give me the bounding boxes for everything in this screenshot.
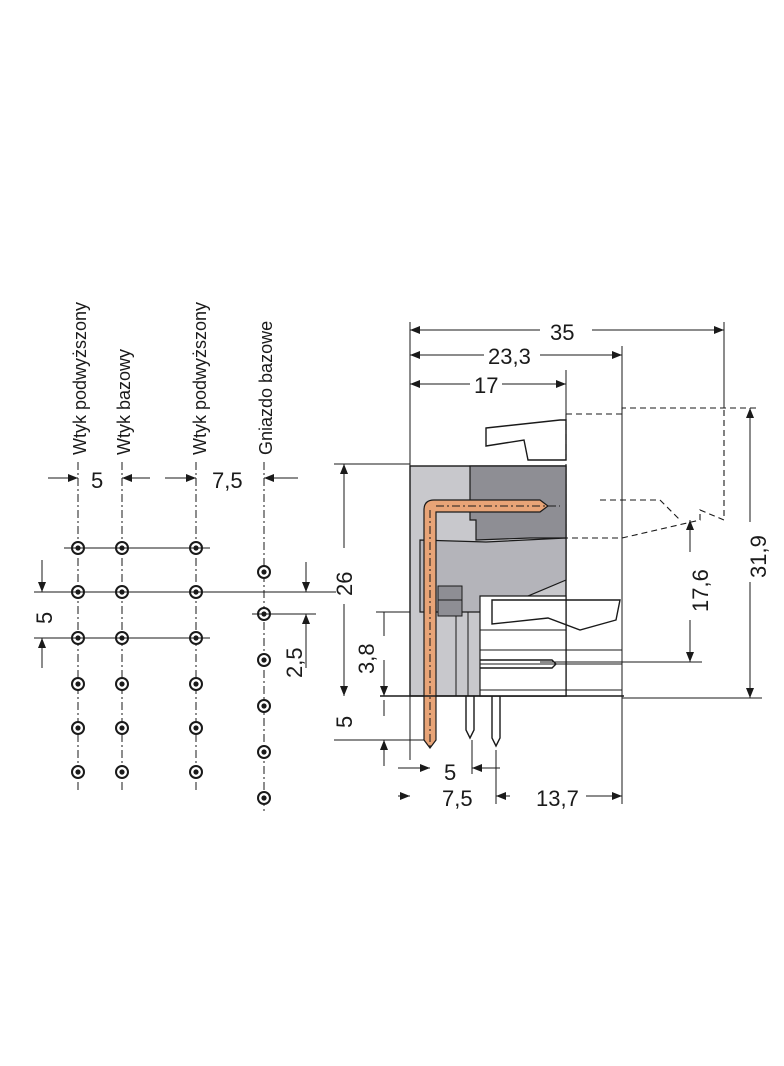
hole-center [261,795,267,801]
pitch-dimension-5: 5 [48,468,150,493]
offset-dimension: 2,5 [252,562,316,678]
dim-5-pin: 5 [332,716,357,728]
connector-side-view: 35 23,3 17 [332,320,771,811]
dim-23-3: 23,3 [488,344,531,369]
hole-center [119,681,125,687]
dim-3-8: 3,8 [354,643,379,674]
label-col4: Gniazdo bazowe [256,321,276,455]
pitch-dimension-7-5: 7,5 [165,468,298,493]
hole-center [75,769,81,775]
vertical-pitch-label: 5 [32,612,57,624]
pin-copper [423,499,549,749]
pitch-left-label: 5 [91,468,103,493]
hole-center [193,681,199,687]
hole-center [193,725,199,731]
dim-17-6: 17,6 [688,569,713,612]
label-col3: Wtyk podwyższony [190,302,210,455]
hole-center [261,657,267,663]
dim-5-bottom: 5 [444,760,456,785]
dim-35: 35 [550,320,574,345]
hole-pattern [71,541,271,805]
hole-center [261,703,267,709]
hole-center [75,681,81,687]
offset-label: 2,5 [282,647,307,678]
hole-center [261,749,267,755]
hole-center [119,725,125,731]
hole-center [119,769,125,775]
dim-26: 26 [332,572,357,596]
label-col1: Wtyk podwyższony [70,302,90,455]
hole-center [75,725,81,731]
pitch-right-label: 7,5 [212,468,243,493]
hole-center [193,769,199,775]
dim-13-7: 13,7 [536,786,579,811]
hole-center [261,569,267,575]
dim-7-5: 7,5 [442,786,473,811]
dim-17: 17 [474,373,498,398]
dim-31-9: 31,9 [746,535,771,578]
label-col2: Wtyk bazowy [114,349,134,455]
vertical-pitch-dimension: 5 [32,560,78,668]
